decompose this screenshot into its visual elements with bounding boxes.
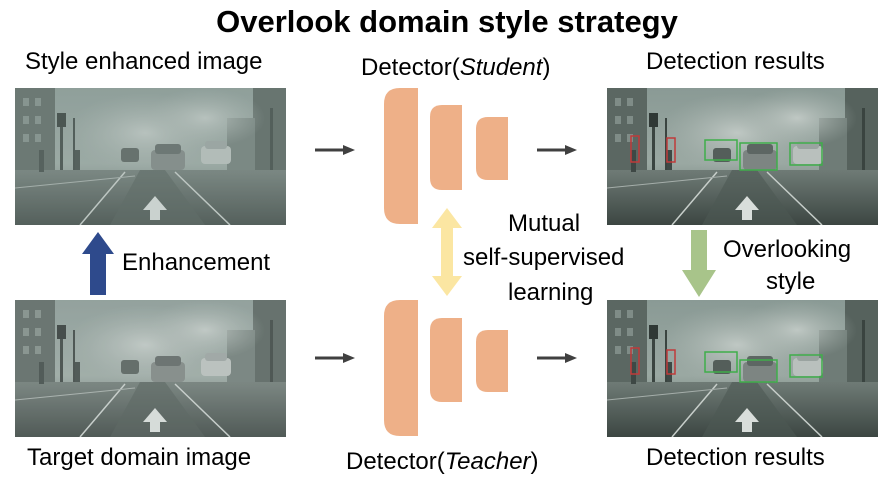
detection-result-image-top	[607, 88, 878, 225]
teacher-detector-block-1	[384, 300, 418, 436]
style-enhanced-image	[15, 88, 286, 225]
detection-result-image-bottom	[607, 300, 878, 437]
detection-results-bottom-label: Detection results	[646, 444, 825, 471]
student-detector-block-3	[476, 117, 508, 180]
pedestrian-box	[666, 137, 676, 163]
car-box	[739, 142, 778, 171]
target-domain-image	[15, 300, 286, 437]
car-box	[789, 142, 823, 166]
overlooking-style-arrow	[682, 230, 716, 297]
student-detector-block-2	[430, 105, 462, 190]
teacher-detector-block-2	[430, 318, 462, 402]
car-box	[739, 359, 778, 383]
flow-arrow-image-to-teacher	[315, 353, 355, 363]
car-box	[789, 354, 823, 378]
style-enhanced-image-label: Style enhanced image	[25, 48, 263, 75]
detection-results-top-label: Detection results	[646, 48, 825, 75]
pedestrian-box	[630, 347, 640, 375]
overlooking-label-line1: Overlooking	[723, 236, 852, 263]
mutual-label-line1: Mutual	[508, 210, 581, 237]
mutual-learning-arrow	[432, 208, 462, 296]
target-domain-image-label: Target domain image	[27, 444, 252, 471]
diagram-title: Overlook domain style strategy	[216, 4, 678, 39]
car-box	[704, 351, 738, 373]
mutual-label-line3: learning	[508, 279, 594, 306]
detector-student-label: Detector(Student)	[361, 54, 551, 81]
student-detector-block-1	[384, 88, 418, 224]
car-box	[704, 139, 738, 161]
detector-teacher-label: Detector(Teacher)	[346, 448, 539, 475]
mutual-label-line2: self-supervised	[463, 244, 625, 271]
enhancement-arrow	[82, 232, 114, 295]
pedestrian-box	[630, 135, 640, 163]
flow-arrow-image-to-student	[315, 145, 355, 155]
enhancement-label: Enhancement	[122, 249, 271, 276]
overlooking-label-line2: style	[766, 268, 816, 295]
teacher-detector-block-3	[476, 330, 508, 392]
flow-arrow-student-to-results	[537, 145, 577, 155]
flow-arrow-teacher-to-results	[537, 353, 577, 363]
pedestrian-box	[666, 349, 676, 375]
